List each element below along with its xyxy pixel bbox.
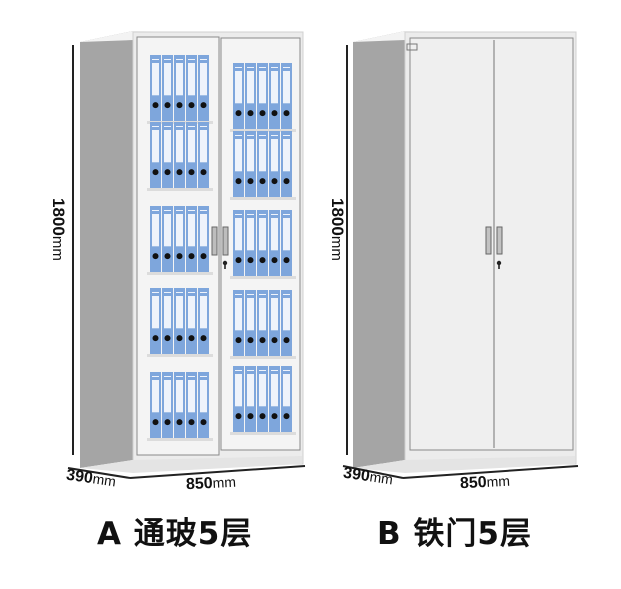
width-dimension-b: 850mm [460,473,511,494]
depth-unit: mm [368,468,395,488]
depth-unit: mm [91,470,118,490]
cabinet-b [310,0,621,589]
width-value: 850 [459,473,488,493]
cabinet-b-drawing [342,31,579,479]
cabinet-a-drawing [67,31,306,479]
cabinet-a [0,0,310,589]
width-dimension-a: 850mm [186,474,237,495]
height-value: 1800 [328,198,347,236]
product-label-a: A 通玻5层 [97,516,253,552]
height-unit: mm [328,235,345,261]
width-unit: mm [486,472,511,490]
height-dimension-b: 1800mm [327,198,347,261]
width-value: 850 [185,474,214,494]
height-value: 1800 [49,198,68,236]
height-unit: mm [49,235,66,261]
width-unit: mm [212,473,237,491]
depth-value: 390 [65,466,94,488]
height-dimension-a: 1800mm [48,198,68,261]
depth-value: 390 [342,464,371,486]
product-label-b: B 铁门5层 [377,516,532,552]
